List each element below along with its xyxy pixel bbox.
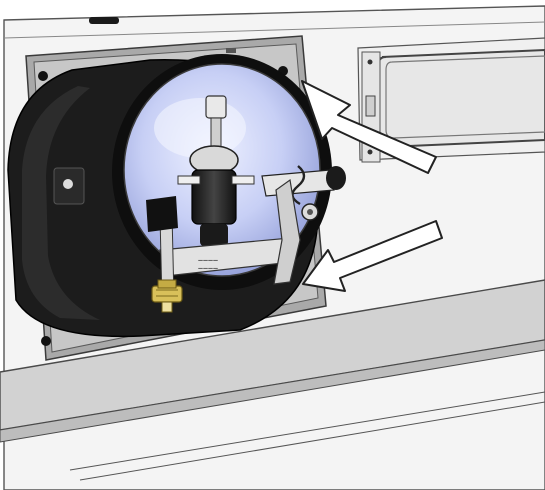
spring-clip [261,165,346,285]
screw-icon [38,71,48,81]
arrow-icon [301,80,437,174]
brass-adjuster [151,279,183,313]
arrow-icon [302,220,443,292]
lower-trim-strip [0,279,545,481]
bulb-assembly [177,95,255,246]
screw-icon [41,336,51,346]
bracket-text: ———— [198,258,218,264]
panel-slot [89,17,119,24]
bracket-text: ———— [198,266,218,272]
housing-knob [63,179,73,189]
bezel-tab-top [226,48,236,53]
